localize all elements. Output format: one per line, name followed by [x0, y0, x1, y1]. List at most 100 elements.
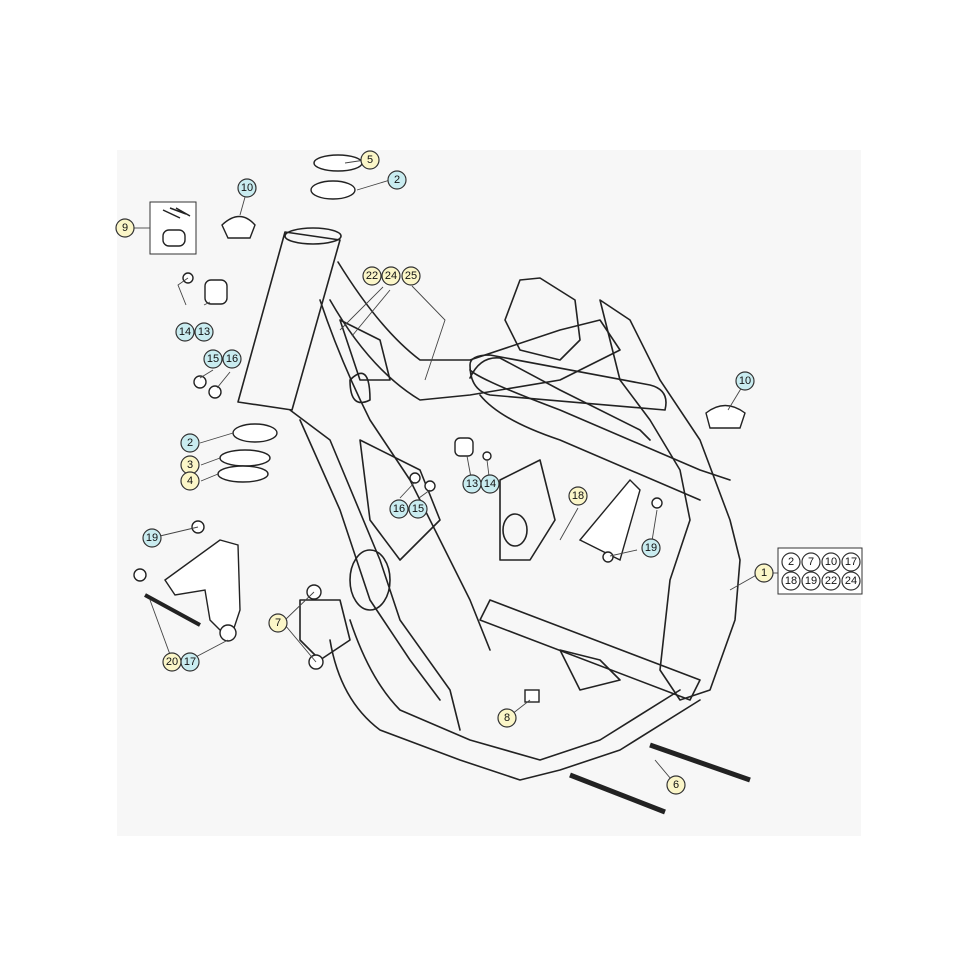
- callout-label: 18: [572, 490, 584, 502]
- motorcycle-frame: [237, 227, 741, 781]
- kit-item-10: 10: [821, 552, 841, 572]
- callout-label: 25: [405, 270, 417, 282]
- callout-c2a: 2: [387, 170, 407, 190]
- callout-label: 15: [412, 503, 424, 515]
- bolt-19-right: [651, 497, 663, 509]
- callout-c10b: 10: [735, 371, 755, 391]
- left-pivot-plate: [504, 277, 581, 361]
- right-pivot-plate: [599, 299, 741, 701]
- long-bolt-6a: [649, 742, 751, 783]
- callout-c24: 24: [381, 266, 401, 286]
- kit-item-2: 2: [781, 552, 801, 572]
- callout-label: 19: [645, 542, 657, 554]
- clamp-10-right: [705, 404, 746, 429]
- callout-label: 7: [275, 617, 281, 629]
- callout-c25: 25: [401, 266, 421, 286]
- kit-item-circle: [841, 552, 861, 572]
- bag-keys-icon: [162, 207, 191, 219]
- callout-circle: [641, 538, 661, 558]
- callout-c16b: 16: [389, 499, 409, 519]
- callout-c22: 22: [362, 266, 382, 286]
- frame-gusset: [339, 319, 391, 381]
- callout-circle: [360, 150, 380, 170]
- long-bolt-6b: [569, 772, 666, 815]
- callout-label: 5: [367, 154, 373, 166]
- callout-circle: [389, 499, 409, 519]
- kit-item-circle: [801, 571, 821, 591]
- callout-circle: [480, 474, 500, 494]
- callout-c8: 8: [497, 708, 517, 728]
- callout-c15b: 15: [408, 499, 428, 519]
- callout-c18: 18: [568, 486, 588, 506]
- callout-label: 22: [366, 270, 378, 282]
- callout-label: 2: [394, 174, 400, 186]
- kit-item-24: 24: [841, 571, 861, 591]
- kit-item-label: 24: [845, 575, 857, 587]
- callout-c7: 7: [268, 613, 288, 633]
- lower-cradle: [329, 639, 701, 781]
- nut-16: [208, 385, 222, 399]
- callout-circle: [754, 563, 774, 583]
- callout-circle: [408, 499, 428, 519]
- seal-ring-3: [219, 449, 271, 467]
- bearing-top: [310, 180, 356, 200]
- callout-label: 16: [226, 353, 238, 365]
- callout-circle: [194, 322, 214, 342]
- kit-item-circle: [841, 571, 861, 591]
- spacer-17: [219, 624, 237, 642]
- callout-layer: 1223456789101013131414151516161718191920…: [115, 150, 774, 795]
- callout-label: 4: [187, 475, 193, 487]
- callout-c13b: 13: [462, 474, 482, 494]
- callout-label: 15: [207, 353, 219, 365]
- callout-label: 10: [739, 375, 751, 387]
- callout-c19b: 19: [641, 538, 661, 558]
- nut-16-b: [409, 472, 421, 484]
- callout-label: 2: [187, 437, 193, 449]
- nut-15: [193, 375, 207, 389]
- frame-hole-2: [349, 549, 391, 611]
- kit-item-label: 10: [825, 556, 837, 568]
- kit-item-22: 22: [821, 571, 841, 591]
- bushing-13: [204, 279, 228, 305]
- callout-c6: 6: [666, 775, 686, 795]
- kit-item-17: 17: [841, 552, 861, 572]
- callout-circle: [387, 170, 407, 190]
- long-bolt-20: [144, 593, 201, 627]
- callout-c9: 9: [115, 218, 135, 238]
- cradle-crossmember: [479, 599, 701, 701]
- callout-circle: [180, 471, 200, 491]
- callout-circle: [175, 322, 195, 342]
- callout-circle: [497, 708, 517, 728]
- crossbar-top: [469, 357, 651, 441]
- callout-label: 14: [179, 326, 191, 338]
- left-down-tube-2: [299, 419, 441, 701]
- callout-circle: [568, 486, 588, 506]
- callout-c14b: 14: [480, 474, 500, 494]
- callout-circle: [162, 652, 182, 672]
- steering-head-tube: [237, 231, 341, 411]
- callout-circle: [115, 218, 135, 238]
- callout-label: 13: [466, 478, 478, 490]
- bag-bushing: [162, 229, 186, 247]
- callout-c4: 4: [180, 471, 200, 491]
- rear-upper-tube: [469, 369, 731, 481]
- callout-circle: [268, 613, 288, 633]
- kit-item-circle: [781, 571, 801, 591]
- callout-c13a: 13: [194, 322, 214, 342]
- side-stand-plate: [559, 649, 621, 691]
- callout-label: 3: [187, 459, 193, 471]
- callout-c15a: 15: [203, 349, 223, 369]
- hardware-bag-box: [149, 201, 197, 255]
- callout-c2b: 2: [180, 433, 200, 453]
- top-spar: [329, 261, 621, 401]
- callout-label: 20: [166, 656, 178, 668]
- bolt-19-right-2: [602, 551, 614, 563]
- callout-circle: [401, 266, 421, 286]
- callout-label: 16: [393, 503, 405, 515]
- clamp-10-top: [221, 215, 256, 239]
- clip-8: [524, 689, 540, 703]
- kit-item-label: 22: [825, 575, 837, 587]
